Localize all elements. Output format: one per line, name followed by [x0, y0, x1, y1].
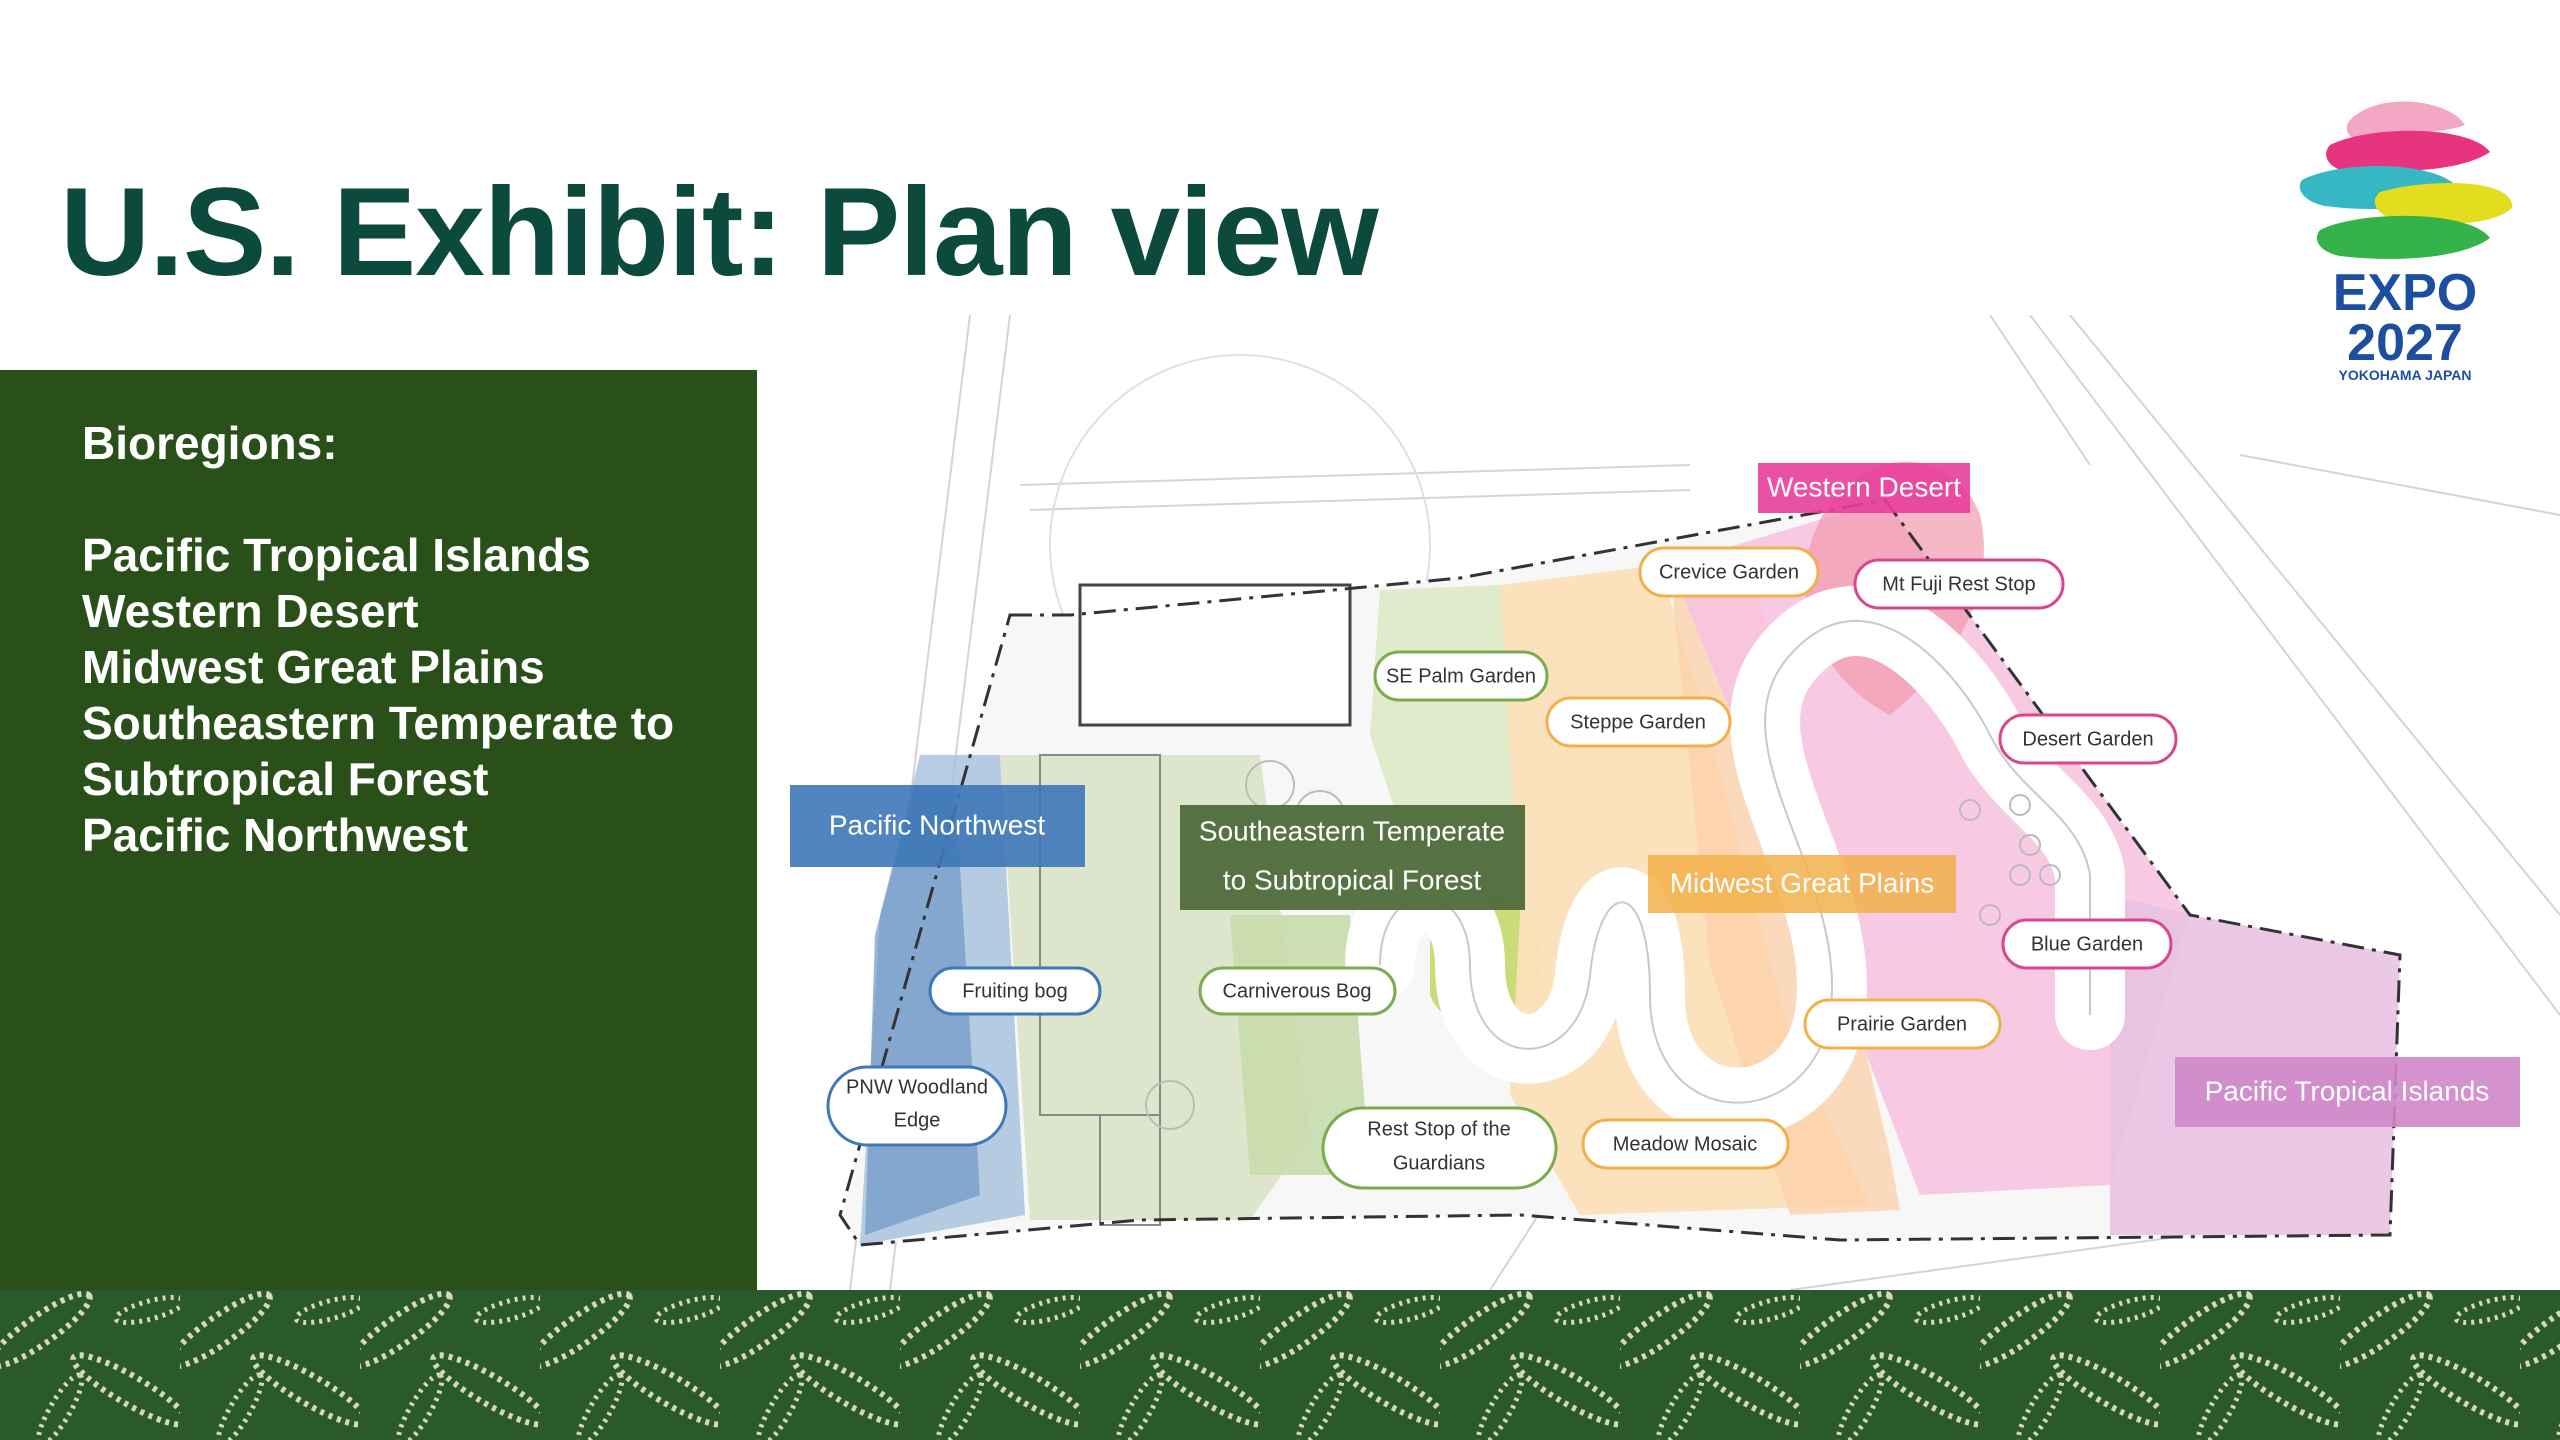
logo-line2: 2027: [2347, 314, 2463, 372]
boundary-outline: [838, 498, 2402, 1247]
garden-blue: Blue Garden: [2001, 918, 2173, 970]
region-pacific-tropical: Pacific Tropical Islands: [2175, 1057, 2520, 1127]
svg-text:Mt Fuji Rest Stop: Mt Fuji Rest Stop: [1882, 573, 2035, 595]
bioregion-item: Pacific Northwest: [82, 809, 468, 861]
svg-text:Edge: Edge: [894, 1109, 941, 1131]
garden-labels: Crevice Garden Mt Fuji Rest Stop SE Palm…: [826, 546, 2178, 1190]
logo-pink-petal: [2346, 101, 2465, 141]
svg-text:Pacific Tropical Islands: Pacific Tropical Islands: [2205, 1075, 2490, 1106]
svg-text:Steppe Garden: Steppe Garden: [1570, 711, 1706, 733]
svg-text:Pacific Northwest: Pacific Northwest: [829, 809, 1046, 840]
garden-se-palm: SE Palm Garden: [1373, 650, 1549, 702]
region-southeastern: Southeastern Temperate to Subtropical Fo…: [1180, 805, 1525, 910]
garden-rest-stop-guardians: Rest Stop of the Guardians: [1321, 1106, 1558, 1190]
svg-text:Crevice Garden: Crevice Garden: [1659, 561, 1799, 583]
svg-text:Carniverous Bog: Carniverous Bog: [1223, 980, 1372, 1002]
svg-text:to Subtropical Forest: to Subtropical Forest: [1223, 864, 1482, 895]
winding-walkway-edge: [1379, 619, 2091, 1104]
logo-magenta-petal: [2326, 130, 2490, 172]
garden-carnivorous-bog: Carniverous Bog: [1198, 966, 1397, 1016]
svg-text:Desert Garden: Desert Garden: [2022, 728, 2153, 750]
svg-text:Rest Stop of the: Rest Stop of the: [1367, 1118, 1510, 1140]
garden-steppe: Steppe Garden: [1545, 696, 1732, 748]
logo-line3: YOKOHAMA JAPAN: [2338, 367, 2471, 383]
garden-fruiting-bog: Fruiting bog: [928, 966, 1102, 1016]
svg-text:PNW Woodland: PNW Woodland: [846, 1076, 988, 1098]
svg-text:Guardians: Guardians: [1393, 1152, 1485, 1174]
region-western-desert: Western Desert: [1758, 463, 1970, 513]
garden-prairie: Prairie Garden: [1803, 998, 2002, 1050]
bioregion-item: Southeastern Temperate to: [82, 697, 675, 749]
region-midwest: Midwest Great Plains: [1648, 855, 1956, 913]
bioregion-item: Midwest Great Plains: [82, 641, 545, 693]
svg-text:Southeastern Temperate: Southeastern Temperate: [1199, 815, 1505, 846]
svg-text:Meadow Mosaic: Meadow Mosaic: [1613, 1133, 1758, 1155]
bioregion-item: Pacific Tropical Islands: [82, 529, 591, 581]
bioregions-list: Bioregions: Pacific Tropical Islands Wes…: [82, 415, 674, 863]
svg-text:Western Desert: Western Desert: [1767, 471, 1961, 502]
svg-text:Midwest Great Plains: Midwest Great Plains: [1670, 867, 1935, 898]
expo-2027-logo: EXPO 2027 YOKOHAMA JAPAN: [2299, 101, 2513, 383]
bioregions-panel: [0, 370, 757, 1290]
bioregion-item: Western Desert: [82, 585, 419, 637]
svg-text:Blue Garden: Blue Garden: [2031, 933, 2143, 955]
region-pacific-northwest: Pacific Northwest: [790, 785, 1085, 867]
svg-text:Fruiting bog: Fruiting bog: [962, 980, 1068, 1002]
logo-line1: EXPO: [2333, 264, 2478, 322]
bioregions-heading: Bioregions:: [82, 417, 338, 469]
garden-mt-fuji: Mt Fuji Rest Stop: [1853, 558, 2065, 610]
svg-text:Prairie Garden: Prairie Garden: [1837, 1013, 1967, 1035]
leaf-pattern-footer: [0, 1290, 2560, 1440]
page-title: U.S. Exhibit: Plan view: [60, 163, 1379, 302]
garden-meadow-mosaic: Meadow Mosaic: [1581, 1118, 1790, 1170]
svg-text:SE Palm Garden: SE Palm Garden: [1386, 665, 1536, 687]
logo-yellow-petal: [2374, 182, 2513, 224]
garden-pnw-woodland-edge: PNW Woodland Edge: [826, 1065, 1008, 1147]
garden-desert: Desert Garden: [1998, 713, 2178, 765]
plan-view-diagram: Western Desert Pacific Northwest Southea…: [790, 315, 2560, 1290]
bioregion-item: Subtropical Forest: [82, 753, 489, 805]
logo-green-petal: [2316, 215, 2490, 259]
garden-crevice: Crevice Garden: [1638, 546, 1820, 598]
